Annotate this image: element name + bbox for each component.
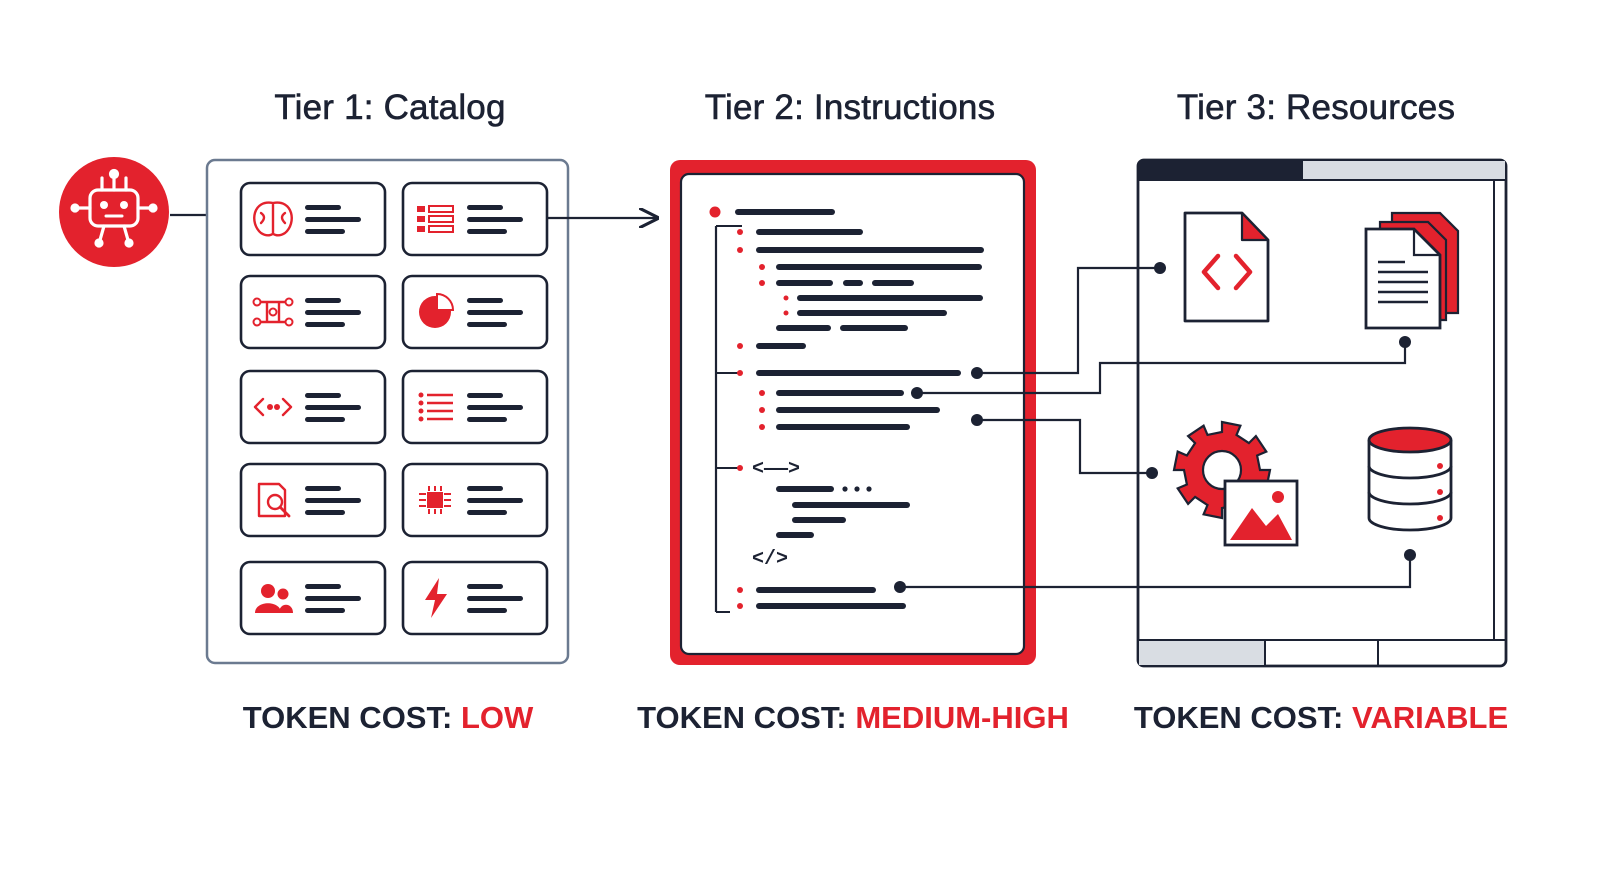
instruction-line: [776, 486, 834, 492]
catalog-card: [239, 560, 387, 636]
tier-3-token-cost: TOKEN COST: VARIABLE: [1134, 700, 1508, 736]
catalog-card: [239, 274, 387, 350]
ellipsis-dot: [842, 486, 848, 492]
catalog-card: [401, 369, 549, 445]
instruction-line: [759, 264, 982, 270]
document-search-icon: [257, 482, 291, 518]
ellipsis-dot: [854, 486, 860, 492]
instruction-line: [776, 325, 908, 331]
catalog-card: [401, 181, 549, 257]
instruction-line: [776, 532, 814, 538]
cost-label: TOKEN COST:: [1133, 700, 1344, 735]
users-icon: [255, 584, 293, 613]
instruction-line: [792, 517, 846, 523]
instruction-line: [737, 603, 906, 609]
instruction-line: [759, 280, 914, 286]
code-file-icon: [1183, 211, 1270, 323]
cost-label: TOKEN COST:: [242, 700, 453, 735]
list-icon: [417, 205, 454, 233]
ellipsis-dot: [866, 486, 872, 492]
connector-lines: [900, 266, 1412, 589]
catalog-card: [401, 560, 549, 636]
instruction-line: [759, 424, 910, 430]
tier-2-title: Tier 2: Instructions: [704, 88, 996, 128]
card-text-lines: [305, 486, 361, 515]
tier-2-token-cost: TOKEN COST: MEDIUM-HIGH: [637, 700, 1069, 736]
instruction-line: [737, 343, 806, 349]
cost-value-variable: VARIABLE: [1352, 700, 1509, 735]
instruction-line: [737, 465, 743, 471]
card-text-lines: [305, 393, 361, 422]
chip-icon: [419, 486, 451, 514]
cost-value-medium-high: MEDIUM-HIGH: [855, 700, 1069, 735]
catalog-card: [239, 181, 387, 257]
tier-1-title: Tier 1: Catalog: [274, 88, 506, 128]
card-text-lines: [305, 584, 361, 613]
card-text-lines: [467, 298, 523, 327]
gear-image-icon: [1172, 420, 1299, 547]
instruction-line: [759, 407, 940, 413]
tier-3-title: Tier 3: Resources: [1176, 88, 1456, 128]
database-icon: [1367, 426, 1453, 532]
card-text-lines: [467, 205, 523, 234]
card-text-lines: [467, 584, 523, 613]
connector-dots: [894, 262, 1416, 593]
lightning-icon: [425, 578, 447, 618]
cost-label: TOKEN COST:: [637, 700, 847, 735]
pie-chart-icon: [419, 292, 455, 328]
instruction-line: [783, 295, 983, 301]
tag-close: </>: [752, 548, 788, 571]
catalog-card: [239, 462, 387, 538]
robot-agent-icon: [59, 157, 169, 267]
checklist-icon: [418, 392, 453, 422]
brain-icon: [253, 201, 293, 237]
card-text-lines: [467, 486, 523, 515]
instruction-line: [737, 587, 876, 593]
tier-1-token-cost: TOKEN COST: LOW: [243, 700, 534, 736]
instruction-line: [709, 206, 835, 218]
instruction-line: [759, 390, 904, 396]
instruction-line: [737, 229, 863, 235]
card-text-lines: [467, 393, 523, 422]
tag-open: <——>: [752, 458, 800, 481]
card-text-lines: [305, 205, 361, 234]
document-stack-icon: [1364, 211, 1460, 330]
catalog-card: [401, 274, 549, 350]
instruction-line: [737, 370, 961, 376]
catalog-card: [401, 462, 549, 538]
cost-value-low: LOW: [460, 700, 534, 735]
code-brackets-icon: [253, 397, 293, 417]
circuit-icon: [252, 297, 294, 327]
instruction-line: [737, 247, 984, 253]
catalog-card: [239, 369, 387, 445]
instruction-line: [783, 310, 947, 316]
instruction-line: [792, 502, 910, 508]
card-text-lines: [305, 298, 361, 327]
